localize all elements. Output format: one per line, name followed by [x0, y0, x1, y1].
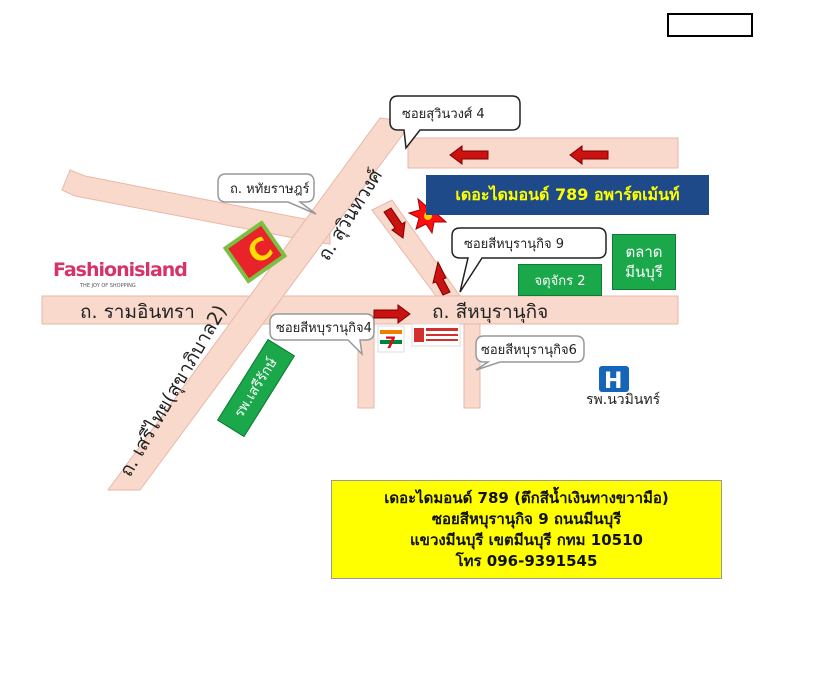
callout-soi-suwinthawong-4-text: ซอยสุวินวงศ์ 4: [402, 106, 485, 122]
callout-soi-sihaburanukit-4-text: ซอยสีหบุรานุกิจ4: [276, 320, 372, 336]
arrow-right-main: [373, 304, 411, 324]
road-ramindra: [41, 295, 679, 325]
fashion-island-tagline: THE JOY OF SHOPPING: [79, 283, 136, 289]
hospital-navamin-label: รพ.นวมินทร์: [586, 391, 661, 408]
hospital-icon-letter: H: [604, 369, 622, 394]
arrow-down-soi9: [383, 207, 406, 239]
address-line-4: โทร 096-9391545: [455, 551, 598, 570]
police-label: จตุจักร 2: [518, 264, 602, 296]
market-label-line1: ตลาด: [625, 243, 663, 261]
seven-eleven-number: 7: [385, 333, 396, 352]
address-line-2: ซอยสีหบุรานุกิจ 9 ถนนมีนบุรี: [431, 509, 622, 528]
direction-arrows: [373, 145, 609, 324]
fashion-island-text: Fashionisland: [53, 259, 187, 281]
bank-sign-icon: [411, 323, 461, 347]
corner-box: [667, 13, 753, 37]
arrow-up-soi9: [432, 260, 451, 296]
callout-soi-sihaburanukit-9: ซอยสีหบุรานุกิจ 9: [451, 227, 607, 293]
market-label: ตลาด มีนบุรี: [612, 234, 676, 290]
callout-soi-suwinthawong-4: ซอยสุวินวงศ์ 4: [389, 95, 521, 150]
callout-soi-sihaburanukit-4: ซอยสีหบุรานุกิจ4: [269, 313, 375, 357]
callout-soi-sihaburanukit-6: ซอยสีหบุรานุกิจ6: [475, 335, 585, 371]
address-info-box: เดอะไดมอนด์ 789 (ตึกสีน้ำเงินทางขวามือ) …: [331, 480, 722, 579]
hospital-icon: H: [599, 366, 629, 394]
big-c-logo: C: [222, 220, 288, 284]
apartment-label: เดอะไดมอนด์ 789 อพาร์ตเม้นท์: [426, 175, 709, 215]
road-label-ramindra: ถ. รามอินทรา: [80, 301, 195, 323]
seven-eleven-logo: 7: [377, 325, 405, 353]
callout-soi-sihaburanukit-9-text: ซอยสีหบุรานุกิจ 9: [464, 236, 564, 252]
road-label-seri-thai: ถ. เสรีไทย(สุขาภิบาล2): [115, 301, 232, 481]
fashion-island-logo: Fashionisland THE JOY OF SHOPPING: [53, 259, 188, 289]
road-soi-6: [463, 323, 481, 409]
callout-haruthairat-text: ถ. หทัยราษฎร์: [230, 181, 309, 197]
arrow-left-2: [569, 145, 609, 165]
callout-soi-sihaburanukit-6-text: ซอยสีหบุรานุกิจ6: [481, 342, 577, 358]
road-label-sihaburanukit: ถ. สีหบุรานุกิจ: [432, 301, 548, 324]
road-top-horizontal: [407, 137, 679, 169]
arrow-left-1: [449, 145, 489, 165]
address-line-1: เดอะไดมอนด์ 789 (ตึกสีน้ำเงินทางขวามือ): [384, 488, 669, 507]
callout-haruthairat: ถ. หทัยราษฎร์: [217, 173, 317, 215]
address-line-3: แขวงมีนบุรี เขตมีนบุรี กทม 10510: [410, 530, 643, 549]
market-label-line2: มีนบุรี: [625, 263, 663, 281]
